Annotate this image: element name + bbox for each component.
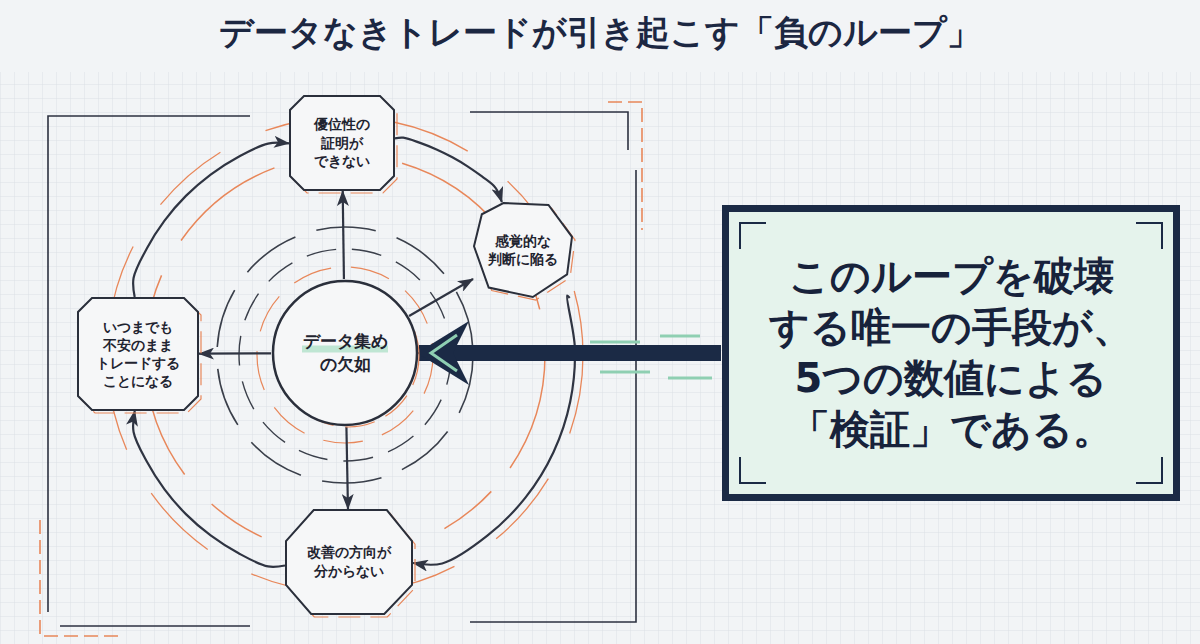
- box-outline: [78, 298, 198, 410]
- node-label: 改善の方向が 分からない: [295, 543, 403, 581]
- loop-arrow: [346, 427, 348, 509]
- frame-line: [48, 116, 250, 612]
- node-outline: [474, 203, 572, 297]
- callout-outline: [726, 209, 1177, 498]
- corner-bracket: [740, 223, 1162, 483]
- loop-arrow: [199, 352, 271, 355]
- node-label: いつまでも 不安のまま トレードする ことになる: [88, 318, 188, 391]
- callout-arrow: [419, 345, 721, 361]
- box-outline: [286, 510, 412, 614]
- loop-step-box: 優位性の 証明が できない: [290, 96, 394, 190]
- loop-step-box: 改善の方向が 分からない: [286, 510, 412, 614]
- grid-paper: [0, 72, 1200, 644]
- node-outline: [272, 280, 418, 426]
- frame-line: [60, 625, 250, 627]
- node-label: 感覚的な 判断に陥る: [483, 232, 563, 268]
- loop-arrow: [133, 411, 285, 567]
- node-outline: [286, 510, 412, 614]
- diagram-title: データなきトレードが引き起こす「負のループ」: [0, 10, 1200, 56]
- node-label: データ集め の欠如: [292, 330, 398, 376]
- callout-text: このループを破壊 する唯一の手段が、 5つの数値による 「検証」である。: [751, 251, 1151, 456]
- frame-accent: [40, 520, 120, 636]
- node-outline: [722, 205, 1180, 501]
- box-outline: [290, 96, 394, 190]
- loop-arrow: [395, 138, 502, 202]
- loop-step-box: 感覚的な 判断に陥る: [474, 203, 572, 297]
- loop-step-box: いつまでも 不安のまま トレードする ことになる: [78, 298, 198, 410]
- node-label: 優位性の 証明が できない: [300, 115, 384, 172]
- box-outline: [474, 203, 572, 297]
- frame-line: [470, 112, 628, 150]
- loop-arrow: [413, 295, 575, 564]
- cause-circle: データ集め の欠如: [272, 280, 418, 426]
- loop-arrow: [133, 143, 289, 297]
- inner-arc: [239, 249, 451, 461]
- frame-accent: [608, 102, 642, 230]
- circle-outline: [273, 281, 417, 425]
- node-outline: [78, 298, 198, 410]
- loop-arrow: [409, 279, 473, 316]
- frame-line: [470, 170, 636, 622]
- callout-box: このループを破壊 する唯一の手段が、 5つの数値による 「検証」である。: [722, 205, 1180, 501]
- inner-arc: [257, 267, 433, 443]
- loop-arrow: [343, 191, 344, 279]
